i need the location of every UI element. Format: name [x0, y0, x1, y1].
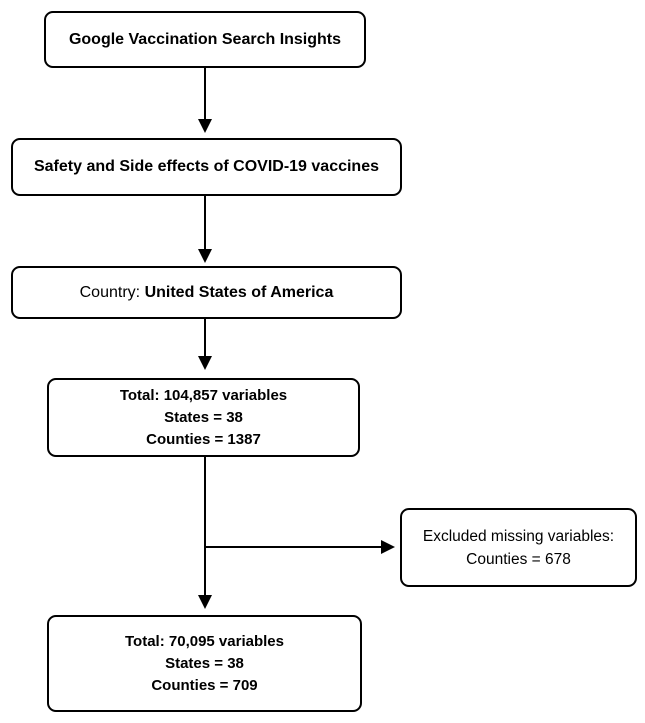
arrow-line-source-to-topic [204, 68, 206, 119]
arrow-down-icon [198, 249, 212, 263]
topic-box: Safety and Side effects of COVID-19 vacc… [11, 138, 402, 196]
total-before-line-2: States = 38 [164, 408, 243, 426]
country-box: Country:United States of America [11, 266, 402, 319]
total-after-line-3: Counties = 709 [151, 676, 258, 694]
total-after-line-1: Total: 70,095 variables [125, 632, 284, 650]
topic-box-label: Safety and Side effects of COVID-19 vacc… [33, 158, 379, 175]
country-label-prefix: Country: [79, 283, 141, 301]
arrow-line-topic-to-country [204, 196, 206, 249]
excluded-line-2: Counties = 678 [466, 550, 571, 568]
excluded-box: Excluded missing variables: Counties = 6… [400, 508, 637, 587]
arrow-down-icon [198, 595, 212, 609]
total-before-line-3: Counties = 1387 [146, 430, 261, 448]
arrow-line-country-to-total [204, 319, 206, 356]
total-after-line-2: States = 38 [165, 654, 244, 672]
total-after-box: Total: 70,095 variables States = 38 Coun… [47, 615, 362, 712]
arrow-line-branch-excluded [205, 546, 381, 548]
arrow-down-icon [198, 119, 212, 133]
arrow-line-total-to-final [204, 457, 206, 595]
excluded-line-1: Excluded missing variables: [422, 527, 615, 545]
source-box: Google Vaccination Search Insights [44, 11, 366, 68]
arrow-down-icon [198, 356, 212, 370]
country-box-label: Country:United States of America [80, 284, 334, 302]
total-before-box: Total: 104,857 variables States = 38 Cou… [47, 378, 360, 457]
source-box-label: Google Vaccination Search Insights [68, 30, 342, 48]
country-label-value: United States of America [144, 283, 334, 301]
total-before-line-1: Total: 104,857 variables [119, 386, 288, 404]
arrow-right-icon [381, 540, 395, 554]
